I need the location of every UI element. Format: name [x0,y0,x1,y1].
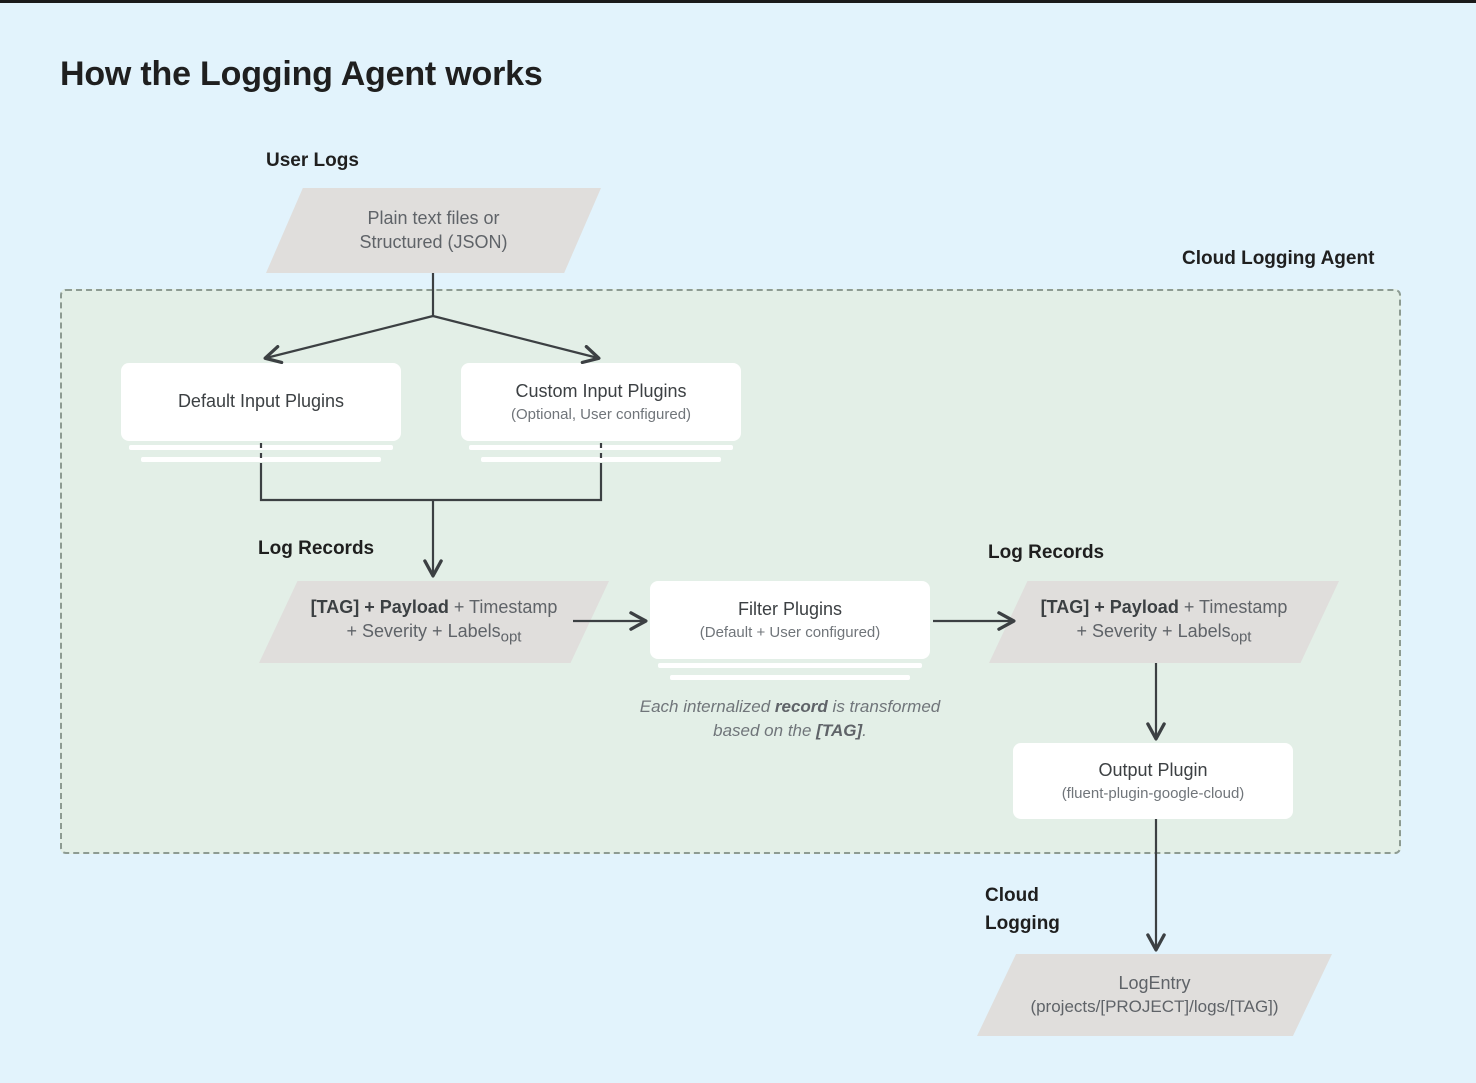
log-record-right-subscript: opt [1230,628,1252,646]
caption-bold-tag: [TAG] [816,721,863,741]
node-log-record-left: [TAG] + Payload + Timestamp + Severity +… [259,581,609,663]
node-custom-input-plugins[interactable]: Custom Input Plugins (Optional, User con… [461,363,741,462]
caption-part-2: is transformed based on the [713,697,941,741]
log-record-right-line-2: + Severity + Labelsopt [1077,620,1252,647]
card-stack-layer-2 [670,675,910,680]
output-plugin-title: Output Plugin [1098,759,1208,780]
default-input-plugins-title: Default Input Plugins [177,391,345,412]
label-cloud-logging-agent: Cloud Logging Agent [1182,248,1375,269]
filter-plugins-card[interactable]: Filter Plugins (Default + User configure… [650,581,930,659]
custom-input-plugins-card[interactable]: Custom Input Plugins (Optional, User con… [461,363,741,441]
log-record-right-rest: + Timestamp [1178,597,1288,618]
node-filter-plugins[interactable]: Filter Plugins (Default + User configure… [650,581,930,680]
label-cloud-logging: Cloud Logging [985,885,1060,934]
label-log-records-right: Log Records [988,542,1105,563]
user-logs-line-2: Structured (JSON) [359,231,508,252]
caption-part-3: . [862,721,867,741]
log-entry-title: LogEntry [1118,972,1191,993]
log-record-right-bold: [TAG] + Payload [1040,597,1179,618]
node-default-input-plugins[interactable]: Default Input Plugins [121,363,401,462]
node-log-entry: LogEntry (projects/[PROJECT]/logs/[TAG]) [977,954,1332,1036]
node-log-record-right: [TAG] + Payload + Timestamp + Severity +… [989,581,1339,663]
label-log-records-left: Log Records [258,538,375,559]
node-output-plugin[interactable]: Output Plugin (fluent-plugin-google-clou… [1013,743,1293,819]
caption-transform-note: Each internalized record is transformed … [630,695,950,743]
log-entry-subtitle: (projects/[PROJECT]/logs/[TAG]) [1030,996,1279,1016]
log-record-right-line-1: [TAG] + Payload + Timestamp [1041,596,1288,620]
output-plugin-subtitle: (fluent-plugin-google-cloud) [1061,784,1245,802]
custom-input-plugins-subtitle: (Optional, User configured) [510,405,692,423]
page-title: How the Logging Agent works [60,55,543,93]
custom-input-plugins-title: Custom Input Plugins [515,380,687,401]
caption-part-1: Each internalized [639,697,775,716]
card-stack-layer-2 [481,457,721,462]
filter-plugins-title: Filter Plugins [737,598,843,619]
filter-plugins-subtitle: (Default + User configured) [699,623,881,641]
label-user-logs: User Logs [266,150,359,171]
default-input-plugins-card[interactable]: Default Input Plugins [121,363,401,441]
node-user-logs-source: Plain text files or Structured (JSON) [266,188,601,273]
log-record-left-subscript: opt [500,628,522,646]
log-record-left-bold: [TAG] + Payload [310,597,449,618]
log-record-left-rest: + Timestamp [448,597,558,618]
card-stack-layer-1 [658,663,922,668]
log-record-left-line2-text: + Severity + Labels [346,621,501,642]
log-record-left-line-1: [TAG] + Payload + Timestamp [311,596,558,620]
diagram-canvas: How the Logging Agent works User Logs Cl… [0,3,1476,1083]
log-record-right-line2-text: + Severity + Labels [1076,621,1231,642]
log-record-left-line-2: + Severity + Labelsopt [347,620,522,647]
card-stack-layer-1 [129,445,393,450]
caption-bold-record: record [774,697,828,716]
card-stack-layer-2 [141,457,381,462]
card-stack-layer-1 [469,445,733,450]
output-plugin-card[interactable]: Output Plugin (fluent-plugin-google-clou… [1013,743,1293,819]
user-logs-line-1: Plain text files or [367,207,500,228]
